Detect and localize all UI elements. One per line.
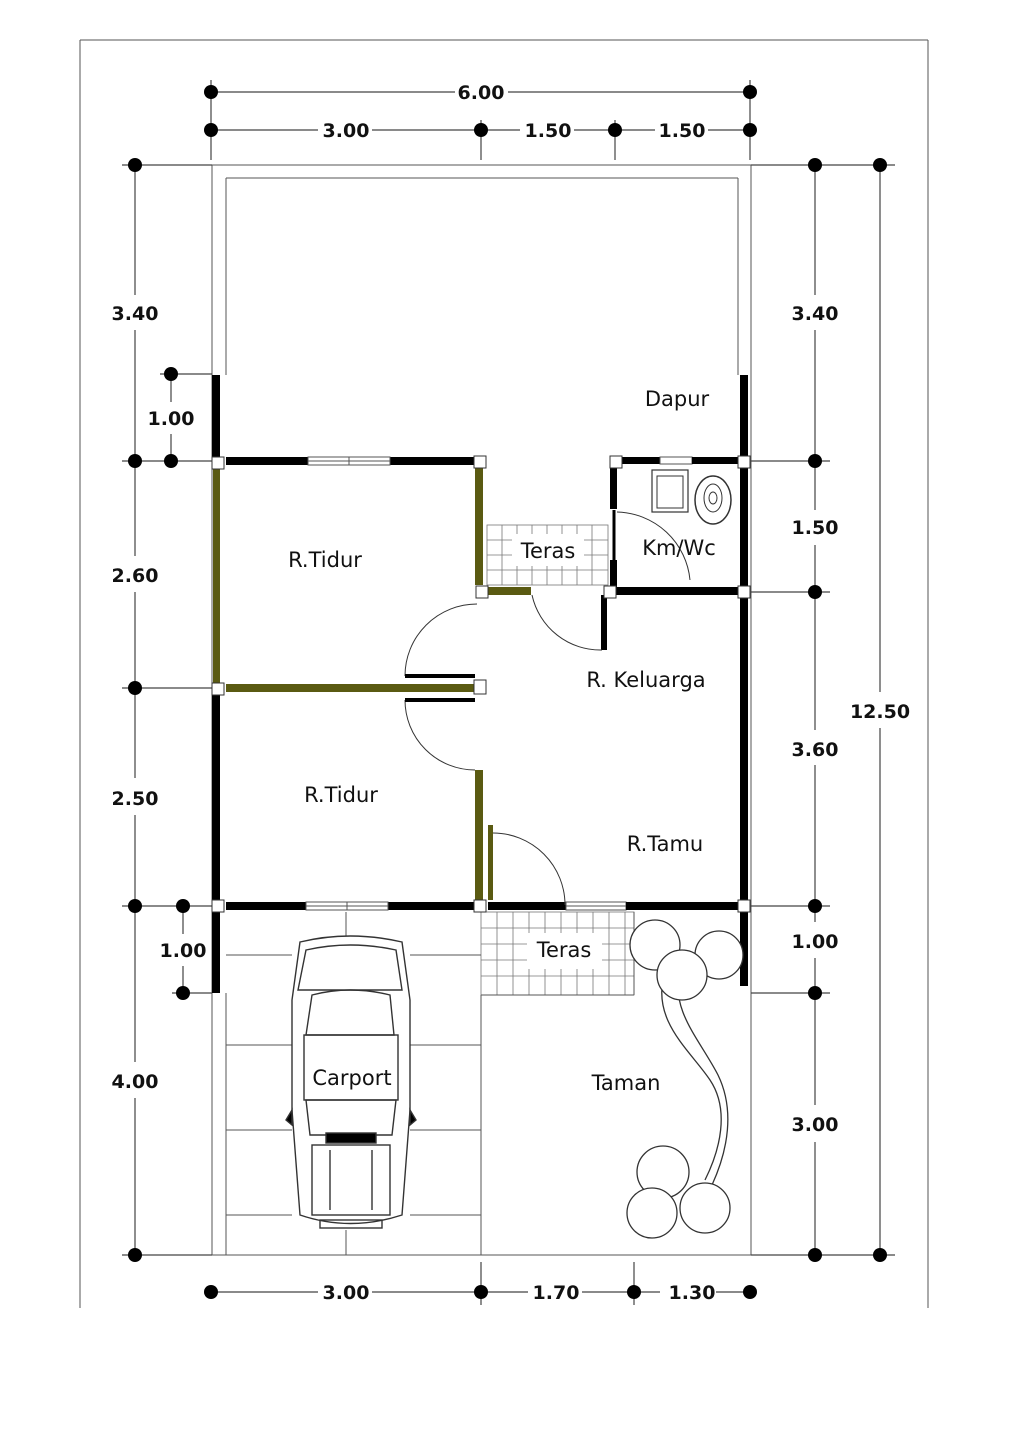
dim-dot [204, 123, 218, 137]
dim-dot [204, 1285, 218, 1299]
room-tidur-2-label: R.Tidur [304, 783, 378, 807]
dim-dot [808, 1248, 822, 1262]
room-taman-label: Taman [591, 1071, 661, 1095]
room-kmwc-label: Km/Wc [642, 536, 716, 560]
dim-dot [808, 986, 822, 1000]
dim-label-right-4: 1.00 [792, 931, 839, 953]
dim-label-left-4: 2.50 [112, 788, 159, 810]
dim-left-inner: 1.00 1.00 [148, 367, 212, 1000]
dim-label-left-2: 1.00 [148, 408, 195, 430]
dim-label-top-1: 3.00 [323, 120, 370, 142]
dim-dot [608, 123, 622, 137]
dim-label-top-3: 1.50 [659, 120, 706, 142]
room-labels: Dapur Km/Wc Teras R.Tidur R.Tidur R. Kel… [288, 387, 716, 1095]
dim-bottom-segments: 3.00 1.70 1.30 [204, 1262, 757, 1305]
dim-label-bottom-1: 3.00 [323, 1282, 370, 1304]
dim-label-right-3: 3.60 [792, 739, 839, 761]
dim-dot [164, 454, 178, 468]
dim-dot [873, 1248, 887, 1262]
room-tidur-1-label: R.Tidur [288, 548, 362, 572]
dim-dot [176, 986, 190, 1000]
drawing-frame [79, 39, 929, 1308]
dim-dot [743, 123, 757, 137]
dim-dot [627, 1285, 641, 1299]
tree-icon [626, 919, 744, 1239]
dim-label-left-6: 4.00 [112, 1071, 159, 1093]
dim-label-bottom-2: 1.70 [533, 1282, 580, 1304]
dim-label-top-2: 1.50 [525, 120, 572, 142]
dim-right-total: 12.50 [850, 158, 910, 1262]
dim-top-total: 6.00 [204, 80, 757, 160]
dim-dot [474, 1285, 488, 1299]
dim-label-top-total: 6.00 [458, 82, 505, 104]
dim-label-right-1: 3.40 [792, 303, 839, 325]
garden-path [661, 971, 729, 1186]
room-carport-label: Carport [312, 1066, 391, 1090]
dim-dot [128, 1248, 142, 1262]
dim-dot [743, 85, 757, 99]
dim-dot [808, 899, 822, 913]
dim-label-left-5: 1.00 [160, 940, 207, 962]
room-dapur-label: Dapur [645, 387, 710, 411]
dim-dot [176, 899, 190, 913]
room-keluarga-label: R. Keluarga [586, 668, 705, 692]
dim-dot [128, 899, 142, 913]
dim-dot [474, 123, 488, 137]
room-teras-back-label: Teras [520, 539, 576, 563]
teras-front-label-bg [527, 933, 602, 969]
room-teras-front-label: Teras [536, 938, 592, 962]
dim-label-left-3: 2.60 [112, 565, 159, 587]
walls [211, 375, 751, 993]
teras-back-label-bg [512, 534, 584, 566]
dim-dot [808, 158, 822, 172]
dim-dot [808, 585, 822, 599]
dim-label-bottom-3: 1.30 [669, 1282, 716, 1304]
dim-dot [743, 1285, 757, 1299]
dim-dot [128, 681, 142, 695]
dim-dot [128, 158, 142, 172]
dim-label-right-5: 3.00 [792, 1114, 839, 1136]
dim-right-chain: 3.40 1.50 3.60 1.00 3.00 [751, 158, 895, 1262]
dim-dot [873, 158, 887, 172]
door-swings [404, 510, 691, 906]
car-icon [285, 935, 417, 1229]
dim-left-chain: 3.40 2.60 2.50 4.00 [112, 158, 212, 1262]
dim-top-segments: 3.00 1.50 1.50 [204, 120, 757, 160]
dim-dot [128, 454, 142, 468]
dim-label-right-total: 12.50 [850, 701, 910, 723]
toilet-fixtures [651, 469, 732, 525]
dim-label-right-2: 1.50 [792, 517, 839, 539]
dim-dot [808, 454, 822, 468]
dim-label-left-1: 3.40 [112, 303, 159, 325]
room-tamu-label: R.Tamu [627, 832, 704, 856]
dim-dot [204, 85, 218, 99]
dim-dot [164, 367, 178, 381]
